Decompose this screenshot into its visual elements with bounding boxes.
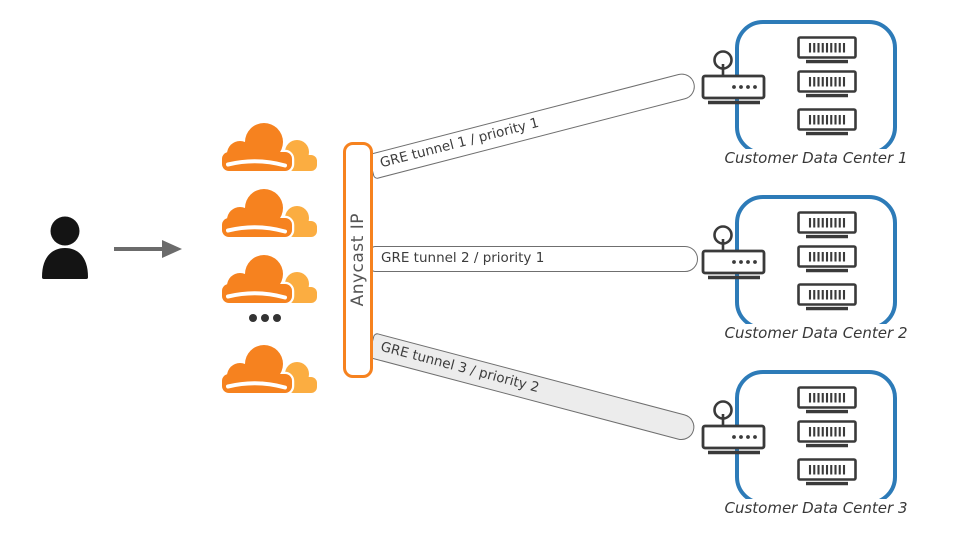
arrow-right-icon	[114, 247, 164, 251]
arrow-right-head-icon	[162, 240, 182, 258]
gre-tunnel-2-label: GRE tunnel 2 / priority 1	[381, 250, 545, 266]
router-icon	[701, 397, 767, 455]
gre-tunnel-1-label: GRE tunnel 1 / priority 1	[378, 114, 541, 172]
server-icon	[797, 70, 857, 98]
data-center-1-label: Customer Data Center 1	[721, 149, 911, 167]
cloudflare-cloud-icon	[214, 184, 319, 240]
dot	[261, 314, 269, 322]
customer-data-center-3: Customer Data Center 3	[735, 370, 911, 517]
server-icon	[797, 283, 857, 311]
server-icon	[797, 458, 857, 486]
router-icon	[701, 47, 767, 105]
gre-tunnel-3-label: GRE tunnel 3 / priority 2	[378, 338, 541, 397]
server-icon	[797, 108, 857, 136]
data-center-3-label: Customer Data Center 3	[721, 499, 911, 517]
cloudflare-cloud-icon	[214, 340, 319, 396]
server-icon	[797, 420, 857, 448]
gre-tunnel-1: GRE tunnel 1 / priority 1	[367, 70, 698, 180]
anycast-ip-label: Anycast IP	[348, 213, 368, 307]
server-icon	[797, 386, 857, 414]
customer-data-center-1: Customer Data Center 1	[735, 20, 911, 167]
customer-data-center-2: Customer Data Center 2	[735, 195, 911, 342]
gre-tunnel-2: GRE tunnel 2 / priority 1	[371, 246, 698, 272]
anycast-ip-node: Anycast IP	[343, 142, 373, 378]
person-icon	[40, 213, 100, 281]
router-icon	[701, 222, 767, 280]
cloudflare-cloud-icon	[214, 250, 319, 306]
server-icon	[797, 211, 857, 239]
dot	[249, 314, 257, 322]
server-icon	[797, 245, 857, 273]
dot	[273, 314, 281, 322]
gre-tunnel-3: GRE tunnel 3 / priority 2	[367, 332, 698, 443]
data-center-2-label: Customer Data Center 2	[721, 324, 911, 342]
server-icon	[797, 36, 857, 64]
cloudflare-cloud-icon	[214, 118, 319, 174]
three-dots-more-icon	[249, 314, 281, 322]
